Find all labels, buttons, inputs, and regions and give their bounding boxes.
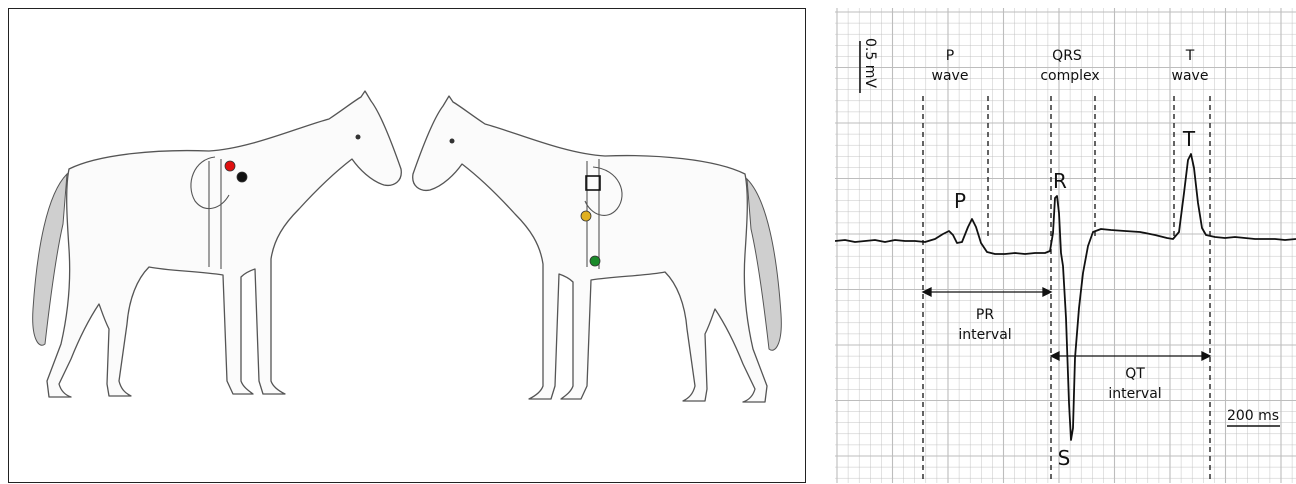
- ecg-trace-line: [835, 154, 1296, 440]
- time-scale-label: 200 ms: [1227, 408, 1279, 424]
- right-horse-body: [413, 96, 767, 402]
- right-horse-eye: [450, 139, 455, 144]
- electrode-black: [237, 172, 247, 182]
- left-horse-body: [47, 91, 401, 397]
- s-peak-label: S: [1058, 446, 1071, 470]
- pr-interval-label-line2: interval: [958, 327, 1011, 343]
- r-peak-label: R: [1053, 169, 1067, 193]
- qt-interval-label-line2: interval: [1108, 386, 1161, 402]
- electrode-green: [590, 256, 600, 266]
- qrs-header-line2: complex: [1040, 68, 1099, 84]
- left-horse-eye: [356, 135, 361, 140]
- t-wave-header-line2: wave: [1172, 68, 1209, 84]
- t-wave-header-line1: T: [1185, 48, 1195, 64]
- qt-interval-label-line1: QT: [1125, 366, 1145, 382]
- qrs-header-line1: QRS: [1052, 48, 1082, 64]
- p-peak-label: P: [954, 189, 966, 213]
- horse-electrode-diagram: [8, 8, 806, 483]
- left-horse-tail: [33, 174, 67, 345]
- electrode-red: [225, 161, 235, 171]
- right-horse-tail: [747, 179, 781, 350]
- ecg-annotated-trace: 0.5 mV P wave QRS complex T wave P R S T…: [835, 8, 1296, 483]
- right-horse: [413, 96, 782, 402]
- p-wave-header-line1: P: [946, 48, 954, 64]
- left-horse: [33, 91, 402, 397]
- p-wave-header-line2: wave: [932, 68, 969, 84]
- horse-illustration: [9, 9, 807, 484]
- t-peak-label: T: [1182, 127, 1196, 151]
- electrode-yellow: [581, 211, 591, 221]
- amplitude-scale-label: 0.5 mV: [862, 38, 878, 88]
- ecg-graph: 0.5 mV P wave QRS complex T wave P R S T…: [835, 8, 1296, 483]
- pr-interval-label-line1: PR: [976, 307, 994, 323]
